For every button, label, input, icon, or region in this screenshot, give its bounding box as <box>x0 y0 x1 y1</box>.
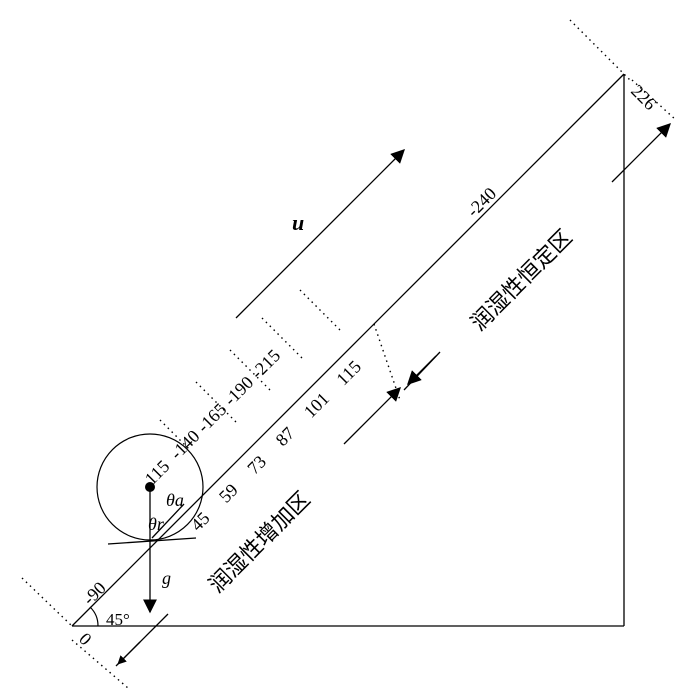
zone-increase-label: 润湿性增加区 <box>205 487 316 598</box>
extension-dots-2 <box>261 317 303 359</box>
extension-dots-5 <box>373 323 401 401</box>
left-value-label: -90 <box>79 578 110 609</box>
series-bottom-label: 87 <box>272 423 299 450</box>
dimension-arrow-start <box>117 641 141 665</box>
series-top-label: -190 <box>220 372 257 409</box>
series-bottom-label: 73 <box>243 451 270 478</box>
extension-dots-origin <box>21 577 73 627</box>
series-top-label: -215 <box>247 345 284 382</box>
velocity-arrow <box>235 149 405 319</box>
series-top-label: -165 <box>193 399 230 436</box>
series-bottom-label: 45 <box>187 508 214 535</box>
incline-hypotenuse <box>71 73 625 627</box>
gravity-label: g <box>162 568 171 588</box>
angle-label: 45° <box>106 610 130 629</box>
extension-dots-4 <box>195 381 237 423</box>
extension-dots-base <box>71 639 129 689</box>
upper-value-label: -240 <box>463 183 500 220</box>
series-top-label: 115 <box>141 456 174 489</box>
angle-arc <box>89 606 99 627</box>
theta-r-label: θr <box>148 514 165 534</box>
dimension-arrow-increase-end <box>343 387 401 445</box>
series-top-label: -140 <box>166 426 203 463</box>
origin-label: 0 <box>75 629 96 650</box>
extension-dots-top-right <box>631 79 677 121</box>
theta-a-label: θa <box>166 490 184 510</box>
extension-dots-1 <box>299 289 341 331</box>
top-value-label: 226 <box>627 81 660 114</box>
extension-dots-top <box>569 19 631 81</box>
extension-dots-3 <box>229 349 271 391</box>
series-bottom-label: 59 <box>215 480 242 507</box>
dimension-arrow-constant-start <box>407 355 437 385</box>
tangent-line-receding <box>107 537 197 545</box>
velocity-label: u <box>292 210 304 235</box>
zone-constant-label: 润湿性恒定区 <box>467 225 578 336</box>
dimension-arrow-constant-end <box>611 123 671 183</box>
tangent-line-advancing <box>151 503 185 539</box>
